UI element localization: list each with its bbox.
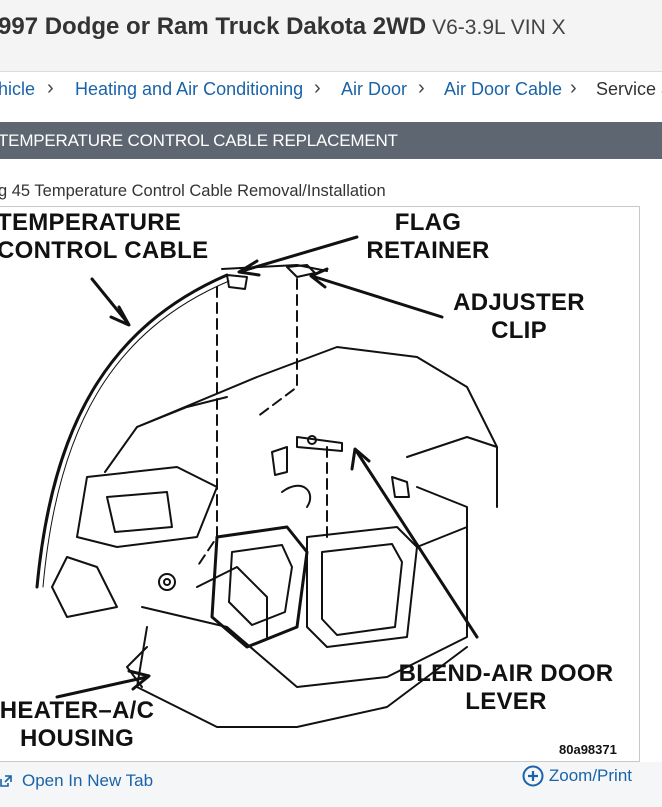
chevron-right-icon: › [47, 77, 54, 99]
chevron-right-icon: › [418, 77, 425, 99]
zoom-print-button[interactable]: Zoom/Print [522, 762, 632, 790]
label-adjuster-clip: ADJUSTER CLIP [453, 289, 585, 344]
breadcrumb-heating-air-conditioning[interactable]: Heating and Air Conditioning [75, 79, 304, 99]
chevron-right-icon: › [570, 77, 577, 99]
breadcrumb-air-door[interactable]: Air Door [341, 79, 408, 99]
chevron-right-icon: › [314, 77, 321, 99]
breadcrumb: hicle › Heating and Air Conditioning › A… [0, 72, 662, 114]
figure-diagram[interactable]: TEMPERATURE CONTROL CABLE FLAG RETAINER … [0, 206, 640, 762]
open-new-tab-link[interactable]: Open In New Tab [0, 767, 153, 795]
label-temperature-control-cable: TEMPERATURE CONTROL CABLE [0, 209, 209, 264]
diagram-drawing [35, 235, 498, 728]
label-flag-retainer: FLAG RETAINER [366, 209, 490, 264]
label-heater-ac-housing: HEATER–A/C HOUSING [0, 697, 155, 752]
zoom-plus-circle-icon [522, 765, 544, 787]
open-new-tab-label: Open In New Tab [22, 771, 154, 790]
zoom-print-label: Zoom/Print [548, 766, 632, 785]
section-header: TEMPERATURE CONTROL CABLE REPLACEMENT [0, 122, 662, 159]
figure-caption: g 45 Temperature Control Cable Removal/I… [0, 182, 386, 200]
breadcrumb-air-door-cable[interactable]: Air Door Cable [444, 79, 563, 99]
open-new-tab-icon [0, 775, 12, 787]
breadcrumb-service: Service a [596, 79, 662, 99]
figure-code: 80a98371 [559, 742, 617, 757]
figure-footer: Open In New Tab Zoom/Print [0, 762, 662, 807]
vehicle-title: 997 Dodge or Ram Truck Dakota 2WD [0, 13, 427, 40]
label-blend-air-door-lever: BLEND-AIR DOOR LEVER [398, 660, 614, 715]
engine-subtitle: V6-3.9L VIN X [432, 16, 566, 39]
section-title: TEMPERATURE CONTROL CABLE REPLACEMENT [0, 131, 398, 150]
breadcrumb-vehicle[interactable]: hicle [0, 79, 36, 99]
